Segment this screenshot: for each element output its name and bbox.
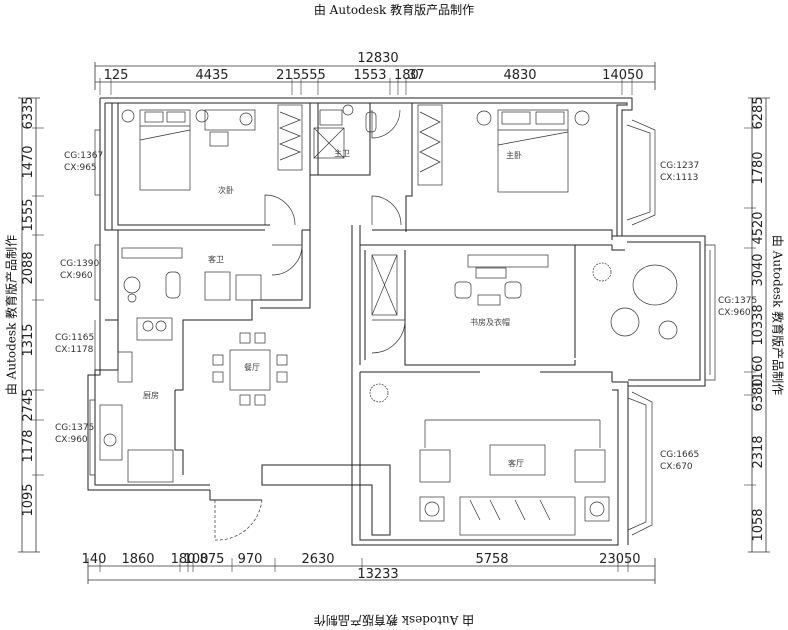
dim-bottom-6: 2630: [301, 552, 334, 567]
dim-right-4: 10338: [751, 304, 766, 345]
dim-top-7: 4830: [503, 68, 536, 83]
room-labels: 次卧 主卫 主卧 客卫 书房及衣帽 餐厅 厨房 客厅: [143, 148, 524, 468]
dim-top-total: 12830: [357, 51, 398, 66]
window-cx-7: CX:670: [660, 462, 693, 472]
dim-bottom-7: 5758: [475, 552, 508, 567]
dim-top-2: 215: [276, 68, 301, 83]
dim-bottom-3: 100: [184, 552, 209, 567]
bed-second-bedroom: [139, 109, 191, 191]
window-labels: CG:1367 CX:965 CG:1390 CX:960 CG:1165 CX…: [55, 151, 757, 472]
doors: [214, 109, 406, 541]
door-study: [371, 319, 406, 354]
room-label-living: 客厅: [508, 458, 524, 468]
window-cg-6: CG:1375: [718, 296, 757, 306]
dim-bottom-2: 180: [171, 552, 196, 567]
window-cg-5: CG:1237: [660, 161, 699, 171]
door-guest-bath: [271, 244, 303, 276]
sofa: [459, 496, 576, 536]
walls: [87, 97, 706, 546]
room-label-study: 书房及衣帽: [470, 317, 510, 327]
dim-left-6: 1178: [21, 429, 36, 462]
dim-top-9: 50: [627, 68, 644, 83]
room-label-kitchen: 厨房: [143, 390, 159, 400]
window-cg-1: CG:1367: [64, 151, 103, 161]
window-frames: [89, 119, 716, 536]
dim-left-1: 1470: [21, 145, 36, 178]
dim-bottom-total: 13233: [357, 567, 398, 582]
dim-bottom-1: 1860: [121, 552, 154, 567]
window-cg-7: CG:1665: [660, 450, 699, 460]
window-cx-6: CX:960: [718, 308, 751, 318]
dim-left-0: 6335: [21, 96, 36, 129]
dim-top-5: 180: [394, 68, 419, 83]
dim-left-2: 1555: [21, 198, 36, 231]
dim-right-7: 2318: [751, 435, 766, 468]
window-cx-2: CX:960: [60, 271, 93, 281]
dim-bottom-9: 50: [624, 552, 641, 567]
dining-table: [229, 349, 271, 391]
coffee-table: [489, 444, 546, 476]
dimension-labels: 12830 125 4435 215 555 1553 180 37 4830 …: [21, 51, 766, 582]
dim-right-1: 1780: [751, 151, 766, 184]
window-cx-3: CX:1178: [55, 345, 94, 355]
dim-left-4: 1315: [21, 323, 36, 356]
wardrobe-second-bedroom: [277, 104, 303, 171]
dim-right-6: 6380: [751, 378, 766, 411]
dim-top-1: 4435: [195, 68, 228, 83]
room-label-second-bedroom: 次卧: [218, 185, 234, 195]
dim-left-7: 1095: [21, 483, 36, 516]
dimension-lines: [18, 62, 770, 584]
window-cx-5: CX:1113: [660, 173, 698, 183]
room-label-guest-bath: 客卫: [208, 254, 224, 264]
dim-right-2: 4520: [751, 211, 766, 244]
dim-right-5: 1160: [751, 355, 766, 388]
wardrobe-master: [417, 104, 443, 186]
dim-top-6: 37: [408, 68, 425, 83]
dim-right-8: 1058: [751, 508, 766, 541]
door-bedroom2: [264, 194, 296, 226]
room-label-dining: 餐厅: [244, 363, 260, 372]
bed-master: [497, 109, 569, 193]
dim-bottom-5: 970: [238, 552, 263, 567]
dim-left-5: 2745: [21, 388, 36, 421]
dim-top-3: 555: [301, 68, 326, 83]
door-master: [371, 195, 402, 226]
dim-top-4: 1553: [353, 68, 386, 83]
dim-bottom-4: 875: [200, 552, 225, 567]
window-cg-4: CG:1375: [55, 423, 94, 433]
door-entry: [214, 499, 263, 541]
dim-right-0: 6285: [751, 96, 766, 129]
furniture: [99, 104, 678, 536]
dim-top-8: 140: [602, 68, 627, 83]
room-label-master-bath: 主卫: [334, 148, 350, 158]
window-cg-2: CG:1390: [60, 259, 99, 269]
window-cx-1: CX:965: [64, 163, 97, 173]
dim-bottom-0: 140: [82, 552, 107, 567]
dim-right-3: 3040: [751, 253, 766, 286]
dim-top-0: 125: [104, 68, 129, 83]
window-cg-3: CG:1165: [55, 333, 94, 343]
room-label-master-bedroom: 主卧: [506, 150, 522, 160]
dim-left-3: 2088: [21, 251, 36, 284]
window-cx-4: CX:960: [55, 435, 88, 445]
dim-bottom-8: 230: [599, 552, 624, 567]
watermark-top: 由 Autodesk 教育版产品制作: [313, 3, 475, 17]
door-master-bath: [371, 109, 401, 139]
